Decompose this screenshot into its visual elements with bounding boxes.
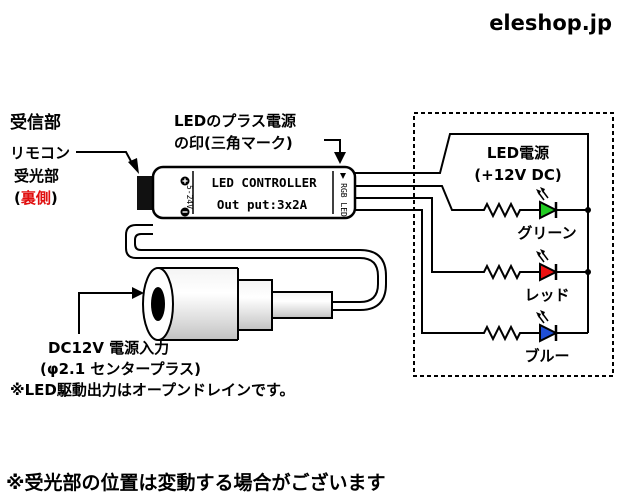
controller-subtitle: Out put:3x2A: [217, 197, 308, 212]
led-green-diode: [539, 200, 559, 220]
power-input-pointer-arrow: [78, 287, 144, 334]
minus-terminal-icon: [180, 207, 190, 217]
power-input-cable: [125, 224, 387, 311]
plus-mark-line2: の印(三角マーク): [174, 134, 293, 152]
receiver-title: 受信部: [10, 112, 61, 133]
controller-title: LED CONTROLLER: [211, 175, 317, 190]
led-branch-red: [478, 249, 591, 282]
led-branch-green: [478, 187, 591, 220]
controller-box: [151, 165, 357, 220]
plus-mark-line1: LEDのプラス電源: [174, 112, 296, 130]
receiver-note-open: (: [14, 189, 21, 207]
footnote: ※受光部の位置は変動する場合がございます: [6, 471, 385, 494]
plus-mark-pointer-arrow: [324, 139, 346, 164]
receiver-line1: リモコン: [10, 144, 70, 162]
led-blue-label: ブルー: [524, 347, 569, 365]
led-branch-blue: [478, 310, 588, 343]
led-red-diode: [539, 262, 559, 282]
power-input-line3: ※LED駆動出力はオープンドレインです。: [10, 381, 294, 399]
receiver-note-text: 裏側: [20, 189, 51, 207]
power-input-line2: (φ2.1 センタープラス): [40, 360, 201, 378]
led-blue-diode: [539, 323, 559, 343]
controller-side-label: RGB LED: [339, 183, 348, 217]
plus-terminal-icon: [180, 176, 190, 186]
led-red-label: レッド: [524, 286, 569, 304]
led-module-boundary: [413, 112, 614, 377]
receiver-note: (裏側): [14, 189, 58, 207]
brand-label: eleshop.jp: [489, 11, 612, 35]
led-green-label: グリーン: [517, 224, 576, 242]
controller-voltage-label: 5-24V: [185, 185, 194, 209]
receiver-note-close: ): [51, 189, 58, 207]
receiver-pointer-arrow: [76, 151, 139, 174]
led-power-line1: LED電源: [487, 144, 549, 162]
led-power-line2: (+12V DC): [474, 166, 561, 184]
power-input-line1: DC12V 電源入力: [48, 339, 169, 357]
plus-triangle-icon: [340, 173, 346, 179]
dc-barrel-jack: [142, 267, 333, 341]
receiver-line2: 受光部: [14, 167, 59, 185]
controller-output-wires: [355, 133, 589, 334]
